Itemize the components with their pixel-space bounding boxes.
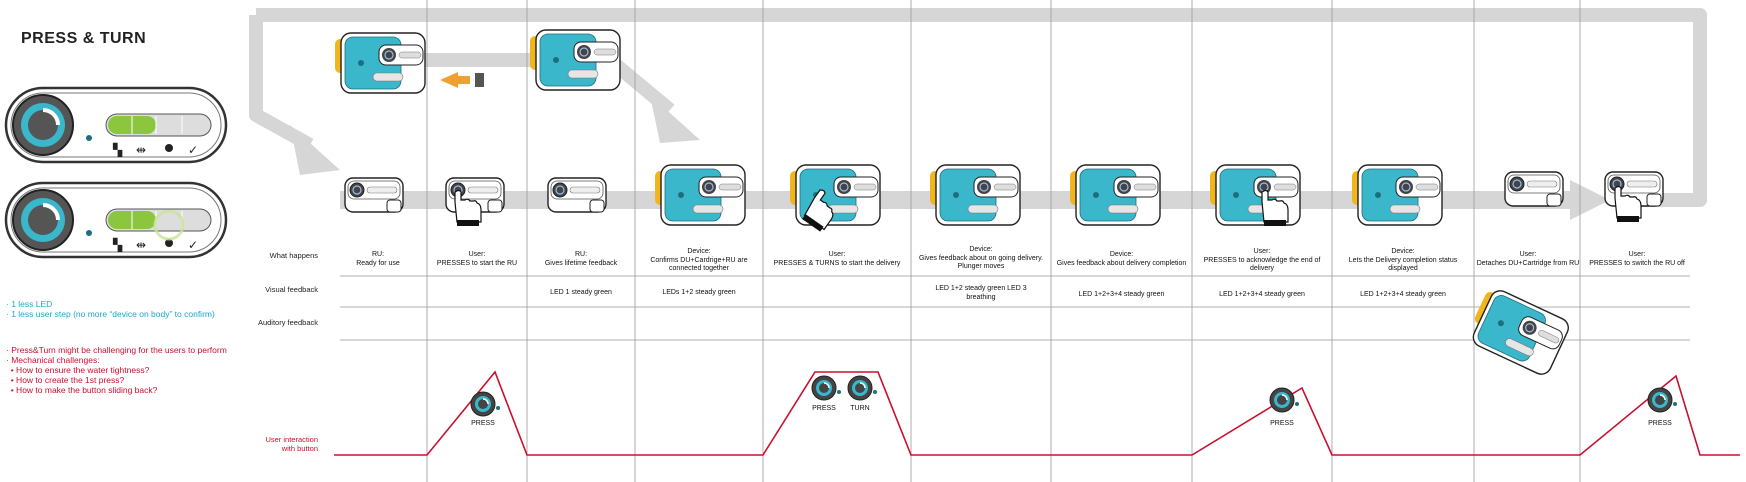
step-8-visual: LED 1+2+3+4 steady green bbox=[1219, 291, 1305, 298]
step-5-text: User:PRESSES & TURNS to start the delive… bbox=[773, 251, 901, 267]
top-device-left bbox=[334, 32, 426, 94]
step-3-text: RU:Gives lifetime feedback bbox=[544, 251, 618, 267]
column-separators bbox=[426, 0, 1581, 482]
step-9-device bbox=[1351, 164, 1443, 226]
step-11-text: User:PRESSES to switch the RU off bbox=[1589, 251, 1685, 267]
cons-line-2: · Mechanical challenges: bbox=[6, 355, 100, 365]
step-4-text: Device:Confirms DU+Cardrige+RU are conne… bbox=[650, 248, 748, 272]
press-label-2: PRESS bbox=[812, 405, 836, 412]
press-label-4: PRESS bbox=[1648, 420, 1672, 427]
step-3-device bbox=[547, 177, 607, 213]
led-highlight bbox=[153, 209, 185, 241]
press-label-1: PRESS bbox=[471, 420, 495, 427]
step-1-device bbox=[344, 177, 404, 213]
press-knob-2 bbox=[811, 375, 842, 401]
ru-ui-concept-1 bbox=[4, 86, 228, 164]
top-device-right bbox=[529, 29, 621, 91]
turn-knob bbox=[847, 375, 878, 401]
row-label-visual: Visual feedback bbox=[265, 285, 318, 294]
row-label-interaction-1: User interaction bbox=[265, 435, 318, 444]
step-4-device bbox=[654, 164, 746, 226]
cons-line-4: • How to create the 1st press? bbox=[6, 375, 125, 385]
turn-label: TURN bbox=[850, 405, 870, 412]
step-7-visual: LED 1+2+3+4 steady green bbox=[1078, 291, 1165, 298]
interaction-curve bbox=[334, 370, 1740, 456]
step-8-text: User:PRESSES to acknowledge the end of d… bbox=[1203, 248, 1321, 272]
row-label-auditory: Auditory feedback bbox=[257, 318, 318, 327]
step-6-visual: LED 1+2 steady green LED 3 breathing bbox=[935, 285, 1027, 301]
step-9-text: Device:Lets the Delivery completion stat… bbox=[1348, 248, 1458, 272]
pros-line-2: · 1 less user step (no more “device on b… bbox=[6, 309, 215, 319]
press-knob-1 bbox=[470, 391, 501, 417]
detached-device bbox=[1463, 284, 1573, 379]
step-6-text: Device:Gives feedback about on going del… bbox=[918, 246, 1043, 270]
cons-line-3: • How to ensure the water tightness? bbox=[6, 365, 150, 375]
cartridge-insert-arrow bbox=[440, 72, 484, 88]
cons-line-5: • How to make the button sliding back? bbox=[6, 385, 158, 395]
page-title: PRESS & TURN bbox=[21, 30, 147, 47]
step-9-visual: LED 1+2+3+4 steady green bbox=[1360, 291, 1446, 298]
press-label-3: PRESS bbox=[1270, 420, 1294, 427]
step-6-device bbox=[929, 164, 1021, 226]
step-1-text: RU:Ready for use bbox=[356, 251, 400, 267]
row-label-what-happens: What happens bbox=[269, 251, 318, 260]
row-label-interaction-2: with button bbox=[281, 444, 318, 453]
press-knob-4 bbox=[1647, 387, 1678, 413]
ru-ui-concept-2 bbox=[4, 181, 228, 259]
step-3-visual: LED 1 steady green bbox=[550, 289, 612, 296]
cons-line-1: · Press&Turn might be challenging for th… bbox=[6, 345, 227, 355]
pros-line-1: · 1 less LED bbox=[6, 299, 53, 309]
step-7-device bbox=[1069, 164, 1161, 226]
step-7-text: Device:Gives feedback about delivery com… bbox=[1056, 251, 1187, 267]
step-2-text: User:PRESSES to start the RU bbox=[436, 251, 518, 267]
step-5-device bbox=[789, 164, 881, 226]
step-10-text: User:Detaches DU+Cartridge from RU bbox=[1476, 251, 1580, 267]
step-10-device bbox=[1504, 171, 1564, 207]
row-separators bbox=[340, 275, 1690, 341]
step-4-visual: LEDs 1+2 steady green bbox=[662, 289, 736, 296]
